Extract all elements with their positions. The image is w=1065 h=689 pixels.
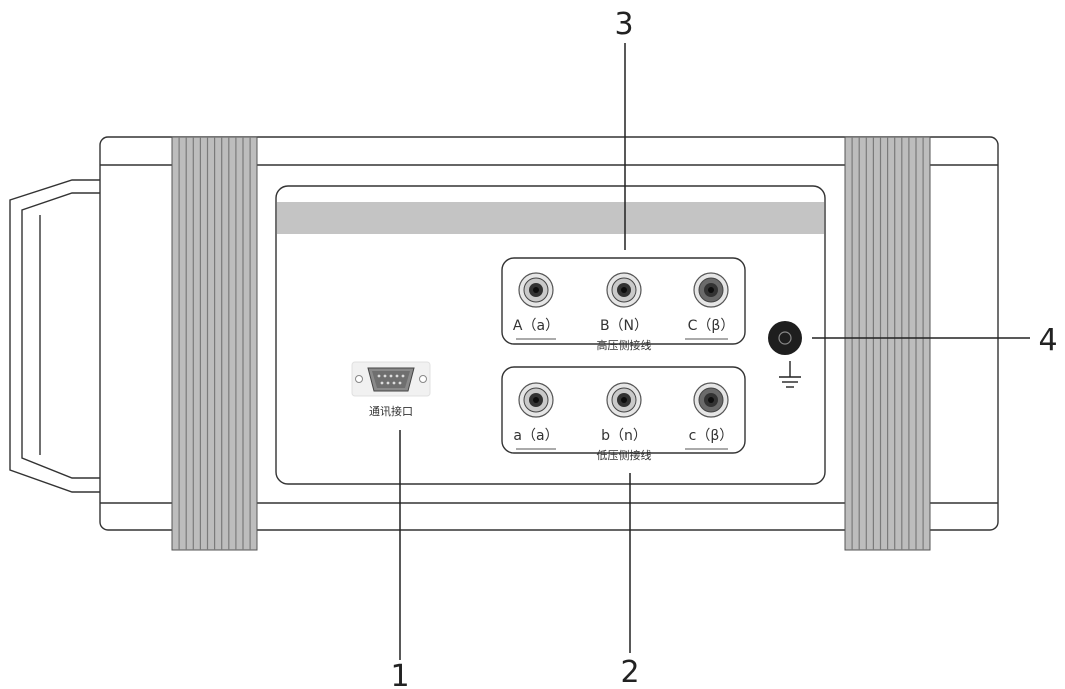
- callout-4: 4: [1038, 323, 1057, 358]
- callout-1: 1: [390, 659, 409, 689]
- banana-jack-icon: [606, 382, 642, 418]
- hv-terminal-jack-b[interactable]: [606, 272, 642, 308]
- carry-handle: [9, 179, 100, 493]
- panel-header-band: [277, 202, 824, 234]
- ground-symbol-icon: [779, 361, 801, 388]
- ground-post: [768, 321, 802, 355]
- callout-2: 2: [620, 655, 639, 689]
- banana-jack-icon: [518, 272, 554, 308]
- ground-terminal[interactable]: [768, 321, 802, 388]
- right-grip: [844, 136, 931, 551]
- db9-connector-icon: [351, 361, 431, 397]
- lv-terminal-label-c: c（β）: [689, 428, 734, 444]
- banana-jack-icon: [606, 272, 642, 308]
- low-voltage-terminal-group: a（a） b（n） c（β） 低压侧接线: [501, 366, 746, 462]
- callout-3: 3: [614, 7, 633, 42]
- lv-terminal-label-a: a（a）: [513, 428, 558, 444]
- hv-terminal-label-b: B（N）: [600, 318, 648, 334]
- lv-terminal-label-b: b（n）: [601, 428, 647, 444]
- high-voltage-terminal-group: A（a） B（N） C（β） 高压侧接线: [501, 257, 746, 352]
- lv-terminal-jack-c[interactable]: [693, 382, 729, 418]
- comm-port[interactable]: 通讯接口: [351, 361, 431, 418]
- hv-terminal-jack-a[interactable]: [518, 272, 554, 308]
- hv-terminal-label-c: C（β）: [688, 318, 735, 334]
- comm-port-label: 通讯接口: [369, 405, 413, 418]
- callout-leaders: [399, 43, 1030, 660]
- lv-terminal-jack-a[interactable]: [518, 382, 554, 418]
- hv-group-label: 高压侧接线: [597, 338, 652, 352]
- left-grip: [171, 136, 258, 551]
- banana-jack-icon: [693, 272, 729, 308]
- hv-terminal-jack-c[interactable]: [693, 272, 729, 308]
- lv-terminal-jack-b[interactable]: [606, 382, 642, 418]
- banana-jack-icon: [693, 382, 729, 418]
- lv-group-label: 低压侧接线: [597, 448, 652, 462]
- hv-terminal-label-a: A（a）: [513, 318, 559, 334]
- banana-jack-icon: [518, 382, 554, 418]
